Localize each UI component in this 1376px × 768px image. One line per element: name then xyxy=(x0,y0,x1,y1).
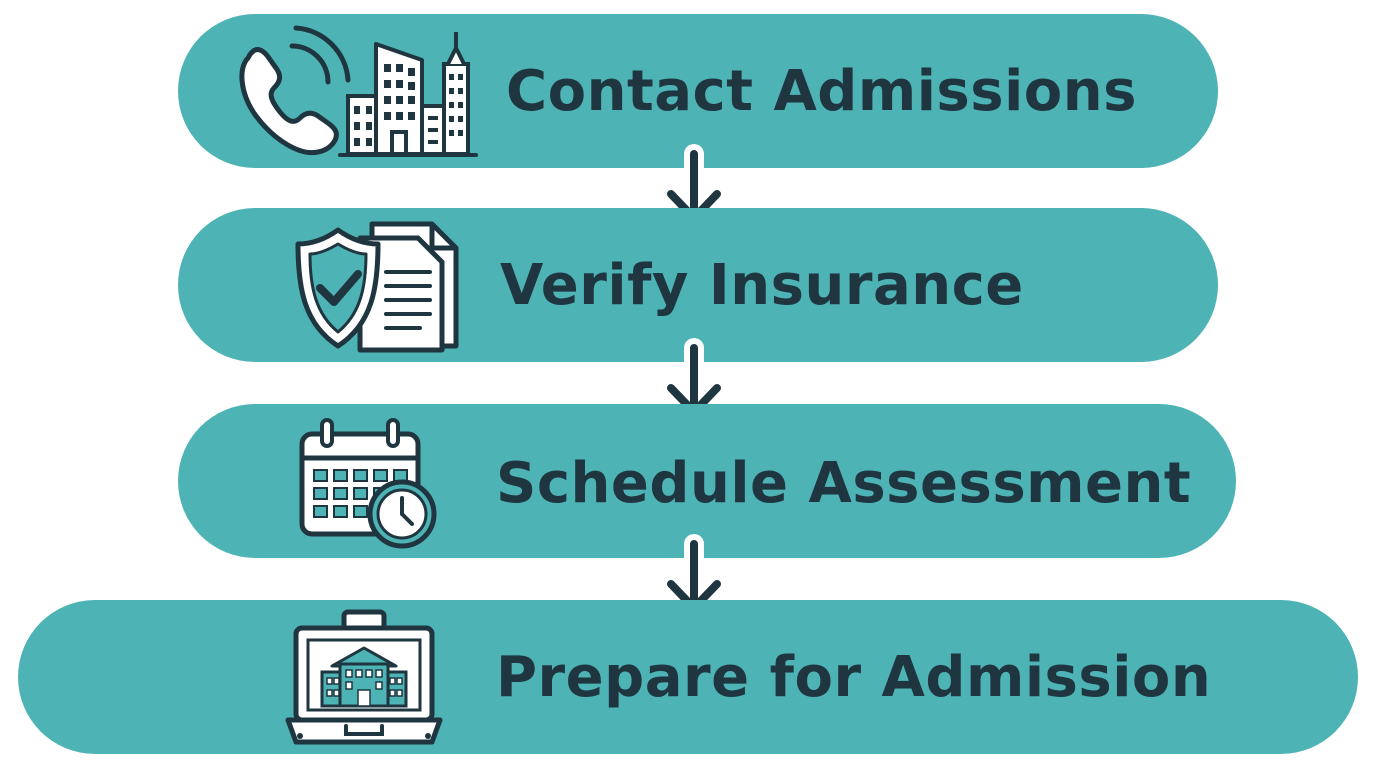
suitcase-hospital-icon xyxy=(285,609,443,746)
step-label: Prepare for Admission xyxy=(496,645,1212,710)
step-verify-insurance: Verify Insurance xyxy=(178,208,1218,362)
step-prepare-for-admission: Prepare for Admission xyxy=(18,600,1358,754)
step-schedule-assessment: Schedule Assessment xyxy=(178,404,1236,558)
step-label: Schedule Assessment xyxy=(496,451,1192,516)
phone-building-icon xyxy=(230,24,480,158)
step-contact-admissions: Contact Admissions xyxy=(178,14,1218,168)
step-label: Contact Admissions xyxy=(506,59,1137,124)
shield-document-icon xyxy=(294,218,464,353)
calendar-clock-icon xyxy=(298,414,448,552)
step-label: Verify Insurance xyxy=(500,253,1024,318)
